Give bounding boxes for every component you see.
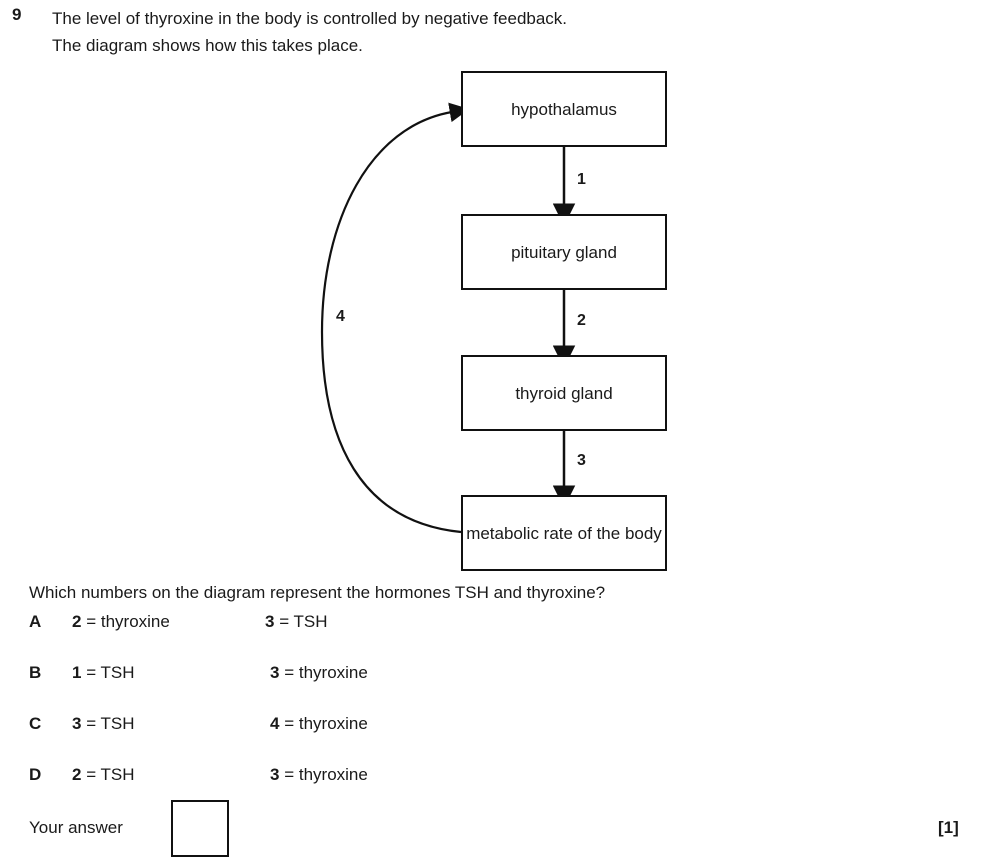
option-value: = TSH — [279, 612, 328, 631]
diagram-node-label: pituitary gland — [511, 242, 617, 262]
option-row-b[interactable]: B 1 = TSH 3 = thyroxine — [29, 663, 829, 714]
diagram-node-thyroid-gland: thyroid gland — [461, 355, 667, 431]
arrow-label-2: 2 — [577, 312, 586, 329]
question-stem: The level of thyroxine in the body is co… — [52, 5, 792, 59]
feedback-diagram: hypothalamus pituitary gland thyroid gla… — [0, 60, 1000, 585]
option-value: = TSH — [86, 765, 135, 784]
marks-allocation: [1] — [938, 818, 959, 837]
connector-4-feedback — [320, 102, 470, 534]
question-stem-line-2: The diagram shows how this takes place. — [52, 36, 363, 55]
option-number: 1 — [72, 663, 82, 682]
option-row-c[interactable]: C 3 = TSH 4 = thyroxine — [29, 714, 829, 765]
option-pair-second: 3 = thyroxine — [270, 663, 368, 683]
option-letter: A — [29, 612, 42, 631]
option-pair-first: 2 = TSH — [72, 765, 135, 785]
arrow-label-1: 1 — [577, 171, 586, 188]
option-row-a[interactable]: A 2 = thyroxine 3 = TSH — [29, 612, 829, 663]
arrow-label-3: 3 — [577, 452, 586, 469]
option-value: = thyroxine — [284, 663, 368, 682]
option-number: 3 — [265, 612, 275, 631]
option-value: = thyroxine — [284, 714, 368, 733]
option-value: = TSH — [86, 714, 135, 733]
option-value: = thyroxine — [284, 765, 368, 784]
diagram-node-label: thyroid gland — [515, 383, 613, 403]
option-number: 2 — [72, 765, 82, 784]
diagram-connectors — [320, 102, 576, 534]
option-value: = TSH — [86, 663, 135, 682]
question-stem-line-1: The level of thyroxine in the body is co… — [52, 9, 568, 28]
option-pair-first: 2 = thyroxine — [72, 612, 170, 632]
option-letter: C — [29, 714, 42, 733]
option-pair-first: 1 = TSH — [72, 663, 135, 683]
option-number: 3 — [270, 663, 280, 682]
option-pair-second: 3 = TSH — [265, 612, 328, 632]
option-value: = thyroxine — [86, 612, 170, 631]
option-letter: B — [29, 663, 42, 682]
sub-question-text: Which numbers on the diagram represent t… — [29, 583, 606, 602]
option-number: 2 — [72, 612, 82, 631]
option-number: 3 — [72, 714, 82, 733]
diagram-node-pituitary-gland: pituitary gland — [461, 214, 667, 290]
option-row-d[interactable]: D 2 = TSH 3 = thyroxine — [29, 765, 829, 816]
option-number: 3 — [270, 765, 280, 784]
option-pair-first: 3 = TSH — [72, 714, 135, 734]
answer-options: A 2 = thyroxine 3 = TSH B 1 = TSH 3 = th… — [29, 612, 829, 816]
question-number: 9 — [12, 5, 22, 24]
answer-input-box[interactable] — [171, 800, 229, 857]
diagram-node-label: metabolic rate of the body — [466, 523, 662, 543]
diagram-node-hypothalamus: hypothalamus — [461, 71, 667, 147]
arrow-label-4: 4 — [336, 308, 345, 325]
answer-label: Your answer — [29, 818, 123, 837]
option-pair-second: 3 = thyroxine — [270, 765, 368, 785]
option-pair-second: 4 = thyroxine — [270, 714, 368, 734]
diagram-node-label: hypothalamus — [511, 99, 617, 119]
option-letter: D — [29, 765, 42, 784]
option-number: 4 — [270, 714, 280, 733]
diagram-node-metabolic-rate: metabolic rate of the body — [461, 495, 667, 571]
